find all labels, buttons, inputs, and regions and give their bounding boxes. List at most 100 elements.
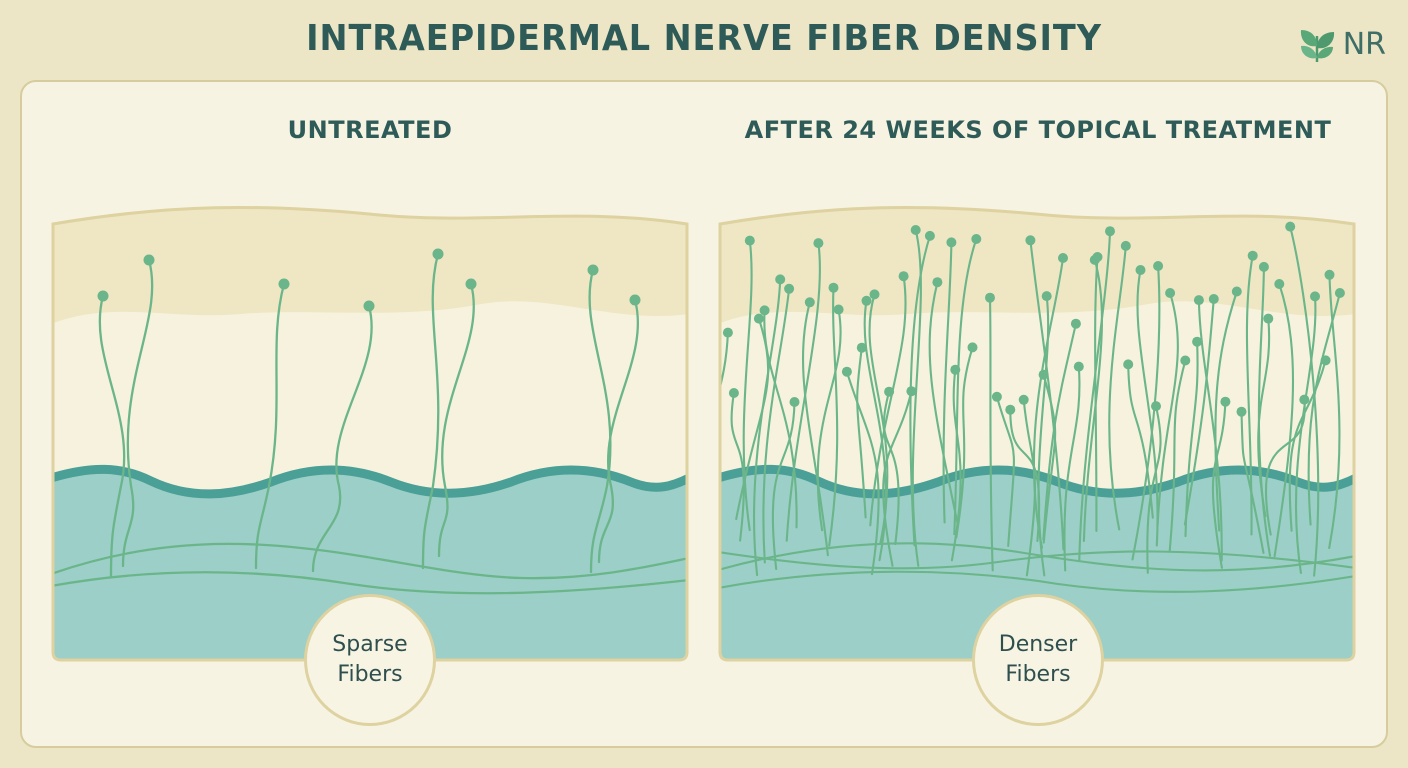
nerve-fiber <box>882 390 913 567</box>
nerve-ending-dot <box>97 290 109 302</box>
nerve-fiber <box>311 304 373 573</box>
nerve-ending-dot <box>143 254 155 266</box>
nerve-fibers-sparse <box>53 248 687 595</box>
nerve-ending-dot <box>1120 240 1131 251</box>
nerve-fiber <box>1245 254 1254 536</box>
nerve-ending-dot <box>728 388 739 398</box>
nerve-fiber <box>1183 297 1215 526</box>
nerve-ending-dot <box>991 391 1002 402</box>
nerve-fiber <box>995 395 1015 547</box>
nerve-ending-dot <box>985 292 995 303</box>
nerve-ending-dot <box>1236 406 1247 417</box>
nerve-ending-dot <box>1135 265 1146 275</box>
nerve-fiber <box>1273 282 1295 558</box>
nerve-fiber <box>1307 291 1341 526</box>
dermis-layer <box>53 469 687 660</box>
nerve-fiber <box>121 258 154 568</box>
nerve-ending-dot <box>789 397 800 407</box>
nerve-fiber <box>1211 400 1227 569</box>
nerve-ending-dot <box>753 313 764 324</box>
nerve-ending-dot <box>1263 313 1274 324</box>
nerve-ending-dot <box>1092 252 1103 262</box>
nerve-fiber <box>752 278 782 577</box>
nerve-ending-dot <box>1025 235 1036 246</box>
nerve-ending-dot <box>833 304 844 315</box>
nerve-fiber <box>856 346 867 519</box>
nerve-fiber <box>1042 322 1077 541</box>
nerve-fiber <box>909 234 931 547</box>
sparse-fibers-badge: Sparse Fibers <box>304 594 436 726</box>
badge-line-2: Fibers <box>1005 662 1071 687</box>
nerve-fiber <box>1032 256 1065 549</box>
nerve-fiber <box>1289 225 1320 577</box>
dermal-nerve-plexus <box>53 571 687 595</box>
nerve-ending-dot <box>1220 396 1231 407</box>
nerve-ending-dot <box>1192 336 1203 347</box>
nerve-fiber <box>1136 268 1159 547</box>
stratum-corneum-layer <box>53 207 687 324</box>
nerve-ending-dot <box>910 225 921 235</box>
nerve-fiber <box>1131 264 1161 561</box>
nerve-ending-dot <box>1153 261 1164 271</box>
nerve-ending-dot <box>841 366 852 377</box>
dermal-nerve-plexus <box>53 542 687 580</box>
nerve-fiber <box>942 241 953 524</box>
nerve-ending-dot <box>856 342 867 353</box>
nerve-ending-dot <box>1231 286 1242 297</box>
nerve-ending-dot <box>869 289 880 300</box>
nerve-fiber <box>1146 405 1162 574</box>
dermal-nerve-plexus <box>720 550 1354 570</box>
nerve-ending-dot <box>784 283 795 294</box>
nerve-ending-dot <box>813 238 824 249</box>
denser-fibers-badge: Denser Fibers <box>972 594 1104 726</box>
badge-line-1: Sparse <box>332 632 408 657</box>
nerve-fibers-dense <box>720 221 1354 593</box>
nerve-ending-dot <box>1285 221 1296 232</box>
nerve-fiber <box>254 282 286 570</box>
nerve-fiber <box>1288 359 1327 532</box>
nerve-fiber <box>816 308 842 532</box>
page-title: INTRAEPIDERMAL NERVE FIBER DENSITY <box>306 18 1102 59</box>
nerve-fiber <box>1257 317 1271 518</box>
nerve-ending-dot <box>1208 294 1219 304</box>
nerve-ending-dot <box>1073 361 1084 372</box>
nerve-fiber <box>1078 230 1112 562</box>
nerve-ending-dot <box>1151 401 1161 412</box>
nerve-ending-dot <box>744 235 755 246</box>
nerve-ending-dot <box>967 342 978 353</box>
nerve-fiber <box>720 331 729 532</box>
badge-line-2: Fibers <box>337 662 403 687</box>
nerve-ending-dot <box>1005 404 1016 415</box>
nerve-fiber <box>869 275 907 527</box>
nerve-fiber <box>730 391 745 542</box>
nerve-fiber <box>421 252 440 570</box>
nerve-fiber <box>742 239 753 532</box>
nerve-ending-dot <box>932 277 943 288</box>
nerve-ending-dot <box>759 305 770 316</box>
nerve-ending-dot <box>1123 359 1134 370</box>
badge-line-1: Denser <box>998 632 1078 657</box>
nerve-ending-dot <box>432 248 444 260</box>
nerve-ending-dot <box>898 271 909 282</box>
nerve-fiber <box>437 282 475 558</box>
nerve-ending-dot <box>924 230 935 241</box>
nerve-fiber <box>763 309 798 529</box>
nerve-fiber <box>1108 244 1127 531</box>
nerve-fiber <box>588 268 612 574</box>
nerve-ending-dot <box>1324 269 1335 280</box>
nerve-fiber <box>1063 365 1081 572</box>
nerve-ending-dot <box>804 297 815 308</box>
nerve-ending-dot <box>1258 261 1269 272</box>
nerve-ending-dot <box>946 237 957 248</box>
nerve-ending-dot <box>363 300 375 312</box>
untreated-skin-diagram <box>51 205 689 662</box>
nerve-ending-dot <box>1310 291 1320 302</box>
nerve-fiber <box>1127 363 1154 519</box>
nerve-ending-dot <box>465 278 477 290</box>
diagram-border <box>51 205 689 662</box>
nerve-ending-dot <box>722 327 733 338</box>
brand-logo: NR <box>1295 22 1386 66</box>
nerve-ending-dot <box>1165 288 1176 298</box>
nerve-ending-dot <box>1334 288 1345 298</box>
nerve-ending-dot <box>629 294 641 306</box>
